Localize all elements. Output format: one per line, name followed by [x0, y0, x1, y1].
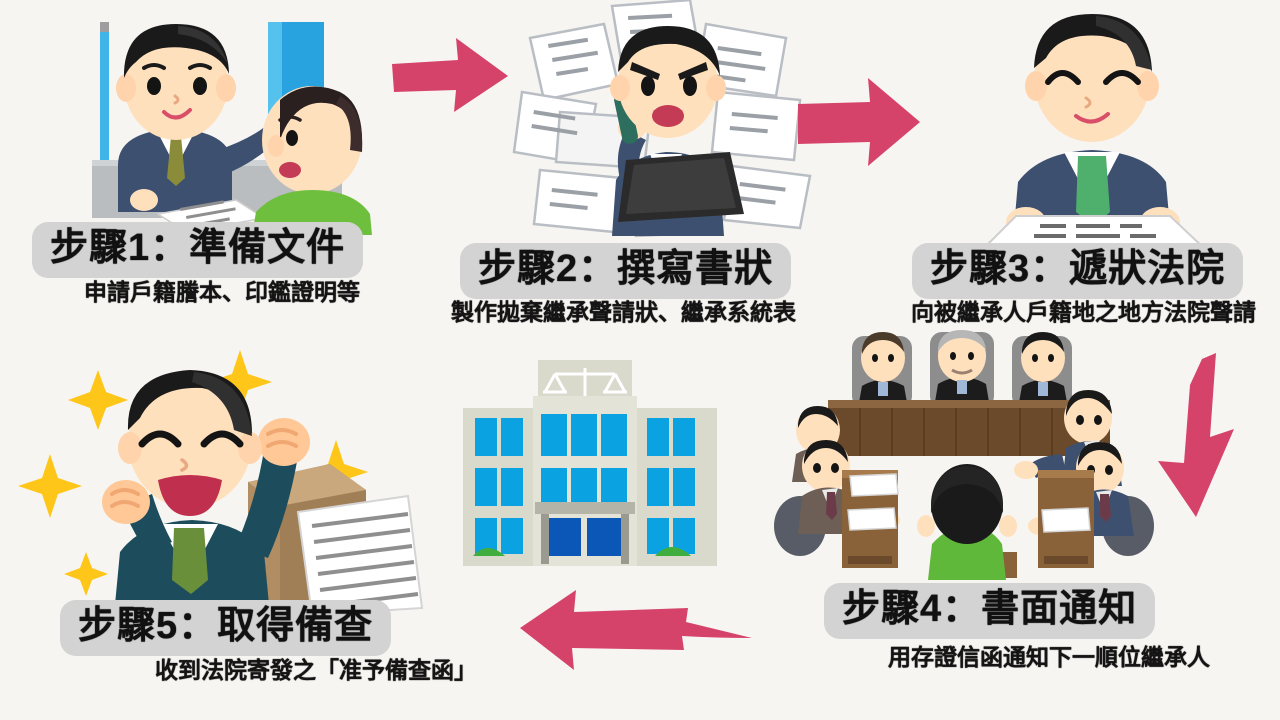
arrow-3-to-4 — [1150, 345, 1270, 530]
step-1-subtitle: 申請戶籍謄本、印鑑證明等 — [84, 279, 360, 305]
arrow-4-to-5 — [508, 578, 758, 688]
illustration-step-4 — [770, 330, 1160, 620]
arrow-2-to-3 — [798, 70, 928, 180]
step-3-title: 步驟3：遞狀法院 — [912, 243, 1244, 300]
step-1-title: 步驟1：準備文件 — [32, 222, 364, 279]
step-2-title: 步驟2：撰寫書狀 — [460, 243, 792, 300]
illustration-courthouse — [455, 352, 725, 587]
illustration-step-1 — [40, 0, 400, 235]
step-5-subtitle: 收到法院寄發之「准予備查函」 — [155, 657, 477, 683]
illustration-step-5 — [18, 330, 430, 617]
step-2-subtitle: 製作拋棄繼承聲請狀、繼承系統表 — [451, 299, 796, 325]
illustration-step-2 — [500, 0, 830, 240]
illustration-step-3 — [930, 0, 1280, 251]
step-4-title: 步驟4：書面通知 — [824, 583, 1156, 640]
step-4-subtitle: 用存證信函通知下一順位繼承人 — [888, 644, 1210, 670]
step-3-subtitle: 向被繼承人戶籍地之地方法院聲請 — [911, 299, 1256, 325]
arrow-1-to-2 — [390, 22, 520, 132]
step-5-title: 步驟5：取得備查 — [60, 600, 392, 657]
